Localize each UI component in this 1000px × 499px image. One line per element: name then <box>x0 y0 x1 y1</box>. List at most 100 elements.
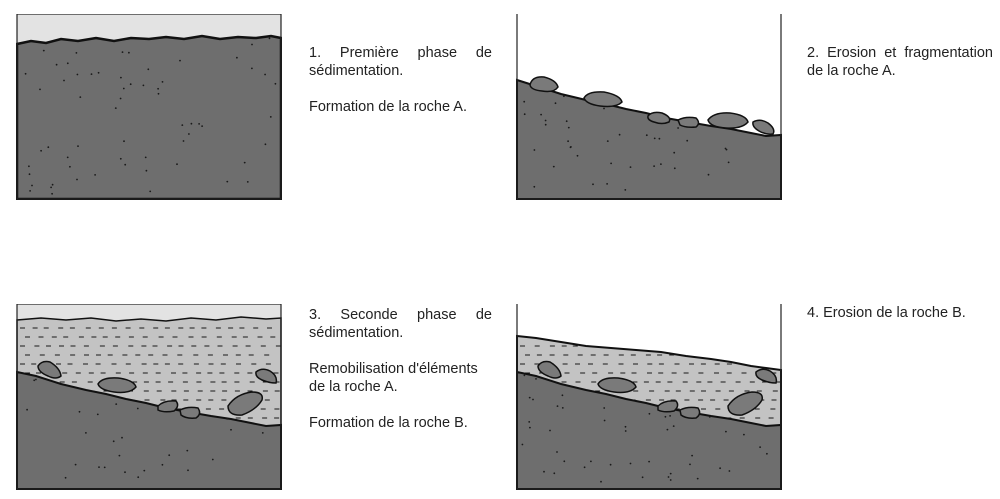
clast <box>227 391 264 416</box>
speckle <box>669 415 671 417</box>
speckle <box>28 165 30 168</box>
speckle <box>664 415 667 418</box>
speckle <box>122 87 125 90</box>
speckle <box>226 418 229 420</box>
speckle <box>230 428 232 431</box>
speckle <box>33 379 36 382</box>
speckle <box>236 56 238 59</box>
caption-step-2: 2. Erosion et fragmentation de la roche … <box>807 44 993 80</box>
speckle <box>35 378 37 381</box>
speckle <box>24 72 27 75</box>
speckle <box>161 81 164 83</box>
speckle <box>51 183 54 186</box>
speckle <box>96 413 99 416</box>
speckle <box>553 472 556 475</box>
speckle <box>128 51 130 54</box>
speckle <box>157 87 160 90</box>
speckle <box>653 137 656 140</box>
speckle <box>98 466 100 468</box>
speckle <box>624 189 627 191</box>
speckle <box>667 476 670 478</box>
speckle <box>274 82 277 85</box>
clast <box>179 406 201 419</box>
reworked-clasts <box>37 360 278 419</box>
panel-step-1 <box>16 14 282 200</box>
speckle <box>26 408 28 411</box>
speckle <box>121 436 123 439</box>
speckle <box>264 143 267 146</box>
speckle <box>226 180 229 183</box>
speckle <box>609 463 612 466</box>
speckle <box>660 163 662 166</box>
speckle <box>50 186 52 189</box>
speckle <box>74 463 77 466</box>
clast <box>157 400 179 413</box>
caption-line: 2. Erosion et fragmentation de la roche … <box>807 45 993 79</box>
panel-frame <box>16 304 282 490</box>
speckle <box>182 140 185 142</box>
speckle <box>51 192 53 195</box>
speckle <box>119 157 122 160</box>
caption-line: Formation de la roche A. <box>309 99 467 115</box>
speckle <box>677 127 679 129</box>
caption-line: Formation de la roche B. <box>309 415 468 431</box>
speckle <box>97 71 100 74</box>
speckle <box>186 449 189 452</box>
speckle <box>112 440 115 443</box>
speckle <box>666 428 669 431</box>
speckle <box>268 37 271 40</box>
speckle <box>535 378 537 380</box>
speckle <box>190 122 193 125</box>
speckle <box>691 454 693 457</box>
fragment <box>677 116 700 128</box>
speckle <box>201 125 204 127</box>
speckle <box>75 52 78 54</box>
clast <box>597 377 637 394</box>
speckle <box>658 137 661 140</box>
speckle <box>29 190 31 192</box>
rock-a-layer <box>16 34 282 200</box>
speckle <box>727 161 730 164</box>
panel-1-illustration <box>16 14 282 200</box>
speckle <box>648 460 650 463</box>
speckle <box>181 124 184 126</box>
speckle <box>724 147 727 150</box>
panel-step-2 <box>516 14 782 200</box>
speckle <box>540 113 542 116</box>
speckle <box>533 185 536 188</box>
speckle <box>251 67 253 70</box>
speckle <box>549 429 551 432</box>
panel-frame <box>516 14 782 200</box>
speckle <box>707 173 710 176</box>
speckle <box>47 146 50 149</box>
speckle <box>653 165 655 168</box>
speckle <box>606 140 609 142</box>
speckle <box>69 165 71 168</box>
speckle <box>142 84 145 87</box>
clast <box>679 406 701 419</box>
speckle <box>629 462 632 465</box>
speckle <box>708 416 711 418</box>
rock-a-texture <box>26 378 264 479</box>
speckle <box>136 407 139 410</box>
speckle <box>42 49 45 52</box>
caption-line: 3. Seconde phase de sédimentation. <box>309 307 492 341</box>
speckle <box>556 451 558 453</box>
speckle <box>246 181 249 183</box>
speckle <box>624 430 627 432</box>
speckle <box>90 73 93 75</box>
speckle <box>261 432 264 434</box>
speckle <box>554 102 557 105</box>
speckle <box>533 149 536 151</box>
speckle <box>161 463 164 466</box>
panel-step-4 <box>516 304 782 490</box>
speckle <box>689 463 691 466</box>
speckle <box>556 405 559 407</box>
speckle <box>603 107 605 110</box>
speckle <box>528 396 531 399</box>
speckle <box>66 156 69 159</box>
speckle <box>645 134 648 137</box>
speckle <box>118 454 121 457</box>
speckle <box>269 116 272 118</box>
reworked-clasts <box>537 360 778 419</box>
